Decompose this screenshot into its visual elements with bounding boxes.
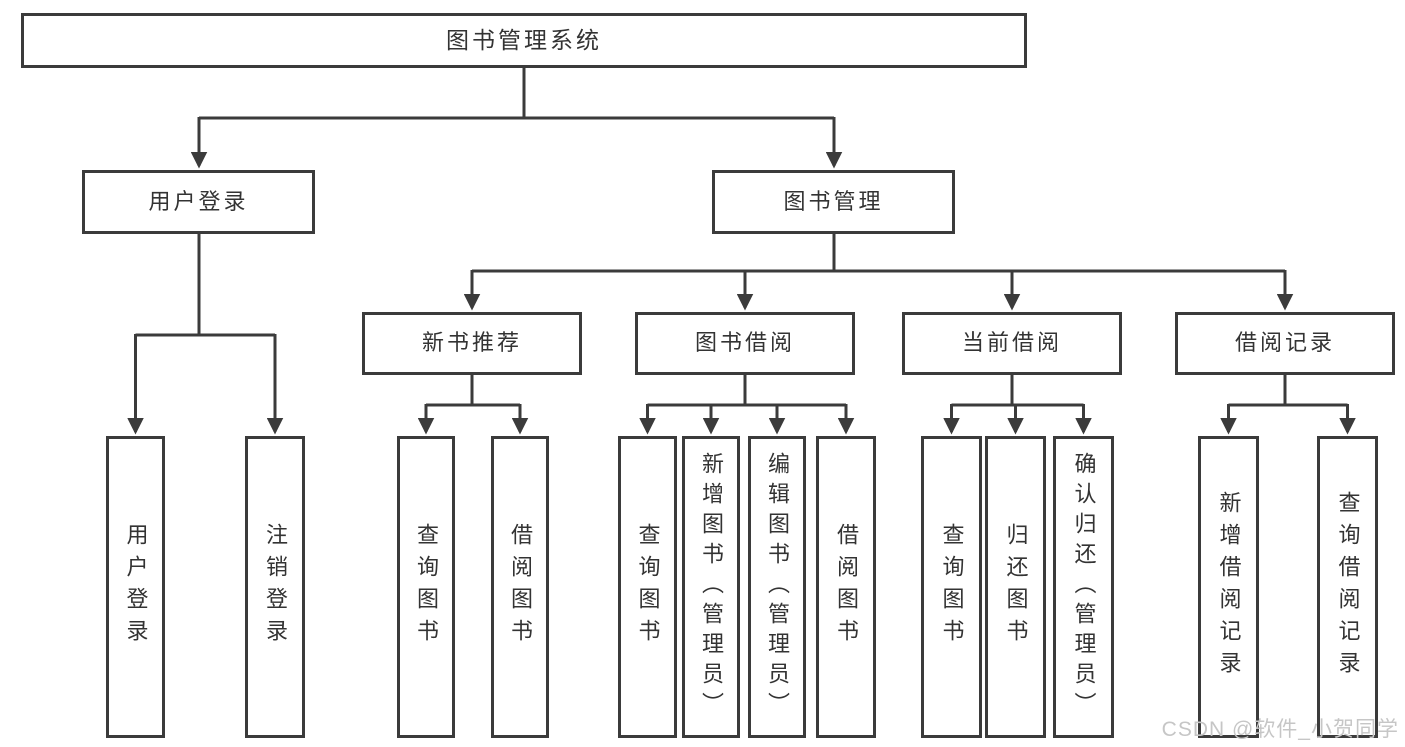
node-user-login: 用户登录 xyxy=(82,170,315,234)
node-label: 查询图书 xyxy=(939,523,965,651)
node-label: 注销登录 xyxy=(263,523,288,651)
node-label: 用户登录 xyxy=(148,188,249,214)
node-label: 新书推荐 xyxy=(421,330,522,356)
node-borrow-records: 借阅记录 xyxy=(1175,312,1395,375)
node-label: 图书管理系统 xyxy=(446,26,602,53)
node-label: 借阅图书 xyxy=(834,523,859,651)
csdn-watermark: CSDN @软件_小贺同学 xyxy=(1161,718,1399,741)
node-book-borrow: 图书借阅 xyxy=(635,312,855,375)
node-label: 新增借阅记录 xyxy=(1216,491,1242,683)
node-new-book-recommend: 新书推荐 xyxy=(362,312,582,375)
leaf-edit-book-admin: 编辑图书（管理员） xyxy=(748,436,806,738)
leaf-return-book: 归还图书 xyxy=(985,436,1046,738)
leaf-logout: 注销登录 xyxy=(245,436,305,738)
node-current-borrow: 当前借阅 xyxy=(902,312,1122,375)
node-label: 查询图书 xyxy=(635,523,661,651)
leaf-confirm-return-admin: 确认归还（管理员） xyxy=(1053,436,1114,738)
node-label: 查询借阅记录 xyxy=(1335,491,1361,683)
node-label: 新增图书（管理员） xyxy=(699,452,724,722)
node-label: 图书管理 xyxy=(783,188,884,214)
leaf-borrow-book: 借阅图书 xyxy=(816,436,876,738)
leaf-add-borrow-record: 新增借阅记录 xyxy=(1198,436,1259,738)
node-label: 查询图书 xyxy=(414,523,439,651)
leaf-query-borrow-record: 查询借阅记录 xyxy=(1317,436,1378,738)
node-label: 当前借阅 xyxy=(961,330,1062,356)
leaf-borrow-book-recommend: 借阅图书 xyxy=(491,436,549,738)
node-label: 借阅图书 xyxy=(508,523,533,651)
leaf-query-book-current: 查询图书 xyxy=(921,436,982,738)
node-label: 编辑图书（管理员） xyxy=(765,452,790,722)
node-book-management: 图书管理 xyxy=(712,170,955,234)
node-label: 用户登录 xyxy=(123,523,149,651)
node-root-library-management-system: 图书管理系统 xyxy=(21,13,1027,68)
node-label: 归还图书 xyxy=(1003,523,1029,651)
leaf-user-login: 用户登录 xyxy=(106,436,165,738)
leaf-add-book-admin: 新增图书（管理员） xyxy=(682,436,740,738)
node-label: 借阅记录 xyxy=(1234,330,1335,356)
leaf-query-book-recommend: 查询图书 xyxy=(397,436,455,738)
leaf-query-book-borrow: 查询图书 xyxy=(618,436,677,738)
node-label: 图书借阅 xyxy=(694,330,795,356)
node-label: 确认归还（管理员） xyxy=(1071,452,1097,722)
